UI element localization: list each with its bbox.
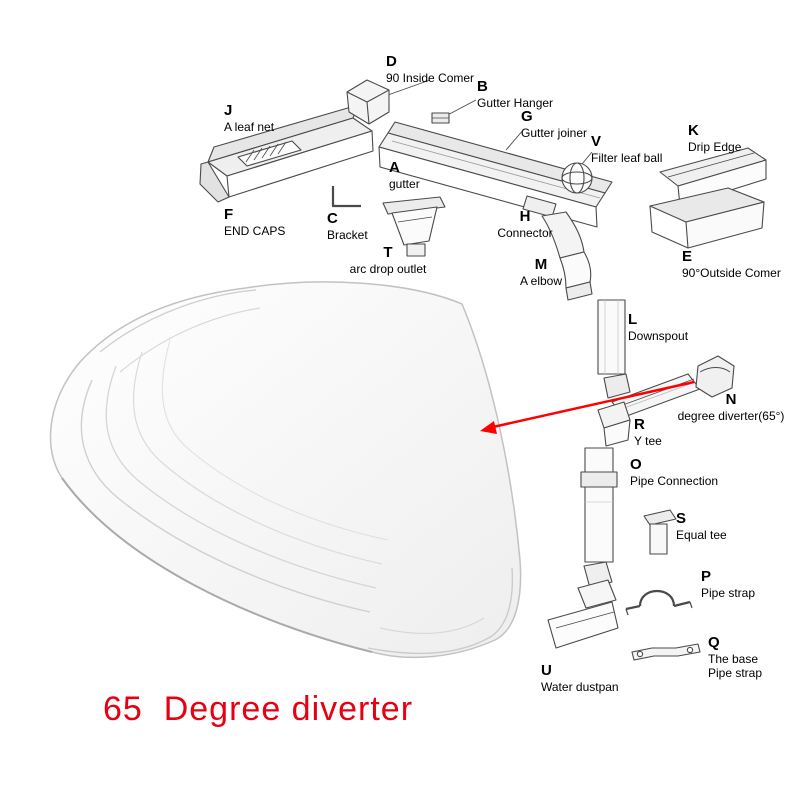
filter-leaf-ball-drawing [561,151,593,194]
part-name: The base [708,651,759,666]
part-letter: C [327,210,338,227]
part-label-p: P Pipe strap [701,568,756,600]
part-label-a: A gutter [389,159,420,191]
part-letter: F [224,206,234,223]
part-name: Pipe Connection [630,473,719,488]
pointer-arrow [480,380,695,434]
part-name: A elbow [519,273,563,288]
part-label-g: G Gutter joiner [521,108,588,140]
part-label-l: L Downspout [628,311,689,343]
part-label-n: N degree diverter(65°) [666,391,796,423]
part-name: gutter [389,176,420,191]
part-letter: M [534,256,548,273]
leaf-net-gutter-drawing [199,104,374,203]
part-letter: S [676,510,687,527]
part-label-v: V Filter leaf ball [591,133,663,165]
part-name: Y tee [634,433,662,448]
part-name-2: Pipe strap [708,666,763,681]
inside-corner-drawing [346,79,431,125]
part-label-d: D 90 Inside Comer [386,53,475,85]
part-label-e: E 90°Outside Comer [682,248,781,280]
part-name: 90 Inside Comer [386,70,475,85]
part-letter: E [682,248,693,265]
part-label-k: K Drip Edge [688,122,742,154]
part-letter: R [634,416,645,433]
part-name: A leaf net [224,119,275,134]
part-letter: D [386,53,397,70]
part-letter: H [519,208,531,225]
part-letter: P [701,568,712,585]
part-letter: A [389,159,400,176]
equal-tee-drawing [643,509,677,555]
bracket-drawing [331,186,361,208]
part-name: Downspout [628,328,689,343]
part-label-h: H Connector [492,208,558,240]
outside-corner-drawing [649,187,765,249]
part-letter: U [541,662,552,679]
part-label-u: U Water dustpan [541,662,619,694]
part-label-f: F END CAPS [224,206,286,238]
part-label-s: S Equal tee [676,510,727,542]
part-letter: K [688,122,699,139]
part-letter: O [630,456,642,473]
part-letter: Q [708,634,720,651]
part-name: Filter leaf ball [591,150,663,165]
part-name: END CAPS [224,223,286,238]
part-name: arc drop outlet [349,261,427,276]
end-cap-drawing [199,161,230,203]
part-letter: T [383,244,393,261]
part-letter: J [224,102,233,119]
part-name: Bracket [327,227,368,242]
elbow-drawing [541,211,593,301]
part-letter: V [591,133,602,150]
parts-drawings [199,79,767,661]
pipe-connection-drawing [580,447,618,563]
part-label-m: M A elbow [503,256,579,288]
part-name: Connector [497,225,553,240]
water-dustpan-drawing [547,561,619,649]
part-label-r: R Y tee [634,416,662,448]
part-letter: B [477,78,488,95]
part-name: Water dustpan [541,679,619,694]
gutter-hanger-drawing [431,99,477,124]
part-label-b: B Gutter Hanger [477,78,554,110]
part-label-t: T arc drop outlet [340,244,436,276]
part-name: Gutter joiner [521,125,588,140]
part-name: degree diverter(65°) [677,408,785,423]
part-name: Equal tee [676,527,727,542]
part-letter: L [628,311,638,328]
pipe-strap-drawing [625,590,693,616]
part-label-o: O Pipe Connection [630,456,719,488]
part-label-c: C Bracket [327,210,368,242]
y-tee-drawing [597,401,631,447]
arc-drop-outlet-drawing [382,196,446,257]
part-name: Gutter Hanger [477,95,554,110]
part-label-j: J A leaf net [224,102,275,134]
part-name: 90°Outside Comer [682,265,781,280]
part-name: Pipe strap [701,585,756,600]
part-letter: N [725,391,737,408]
base-pipe-strap-drawing [631,643,701,661]
part-name: Drip Edge [688,139,742,154]
downspout-drawing [597,299,626,375]
product-title: 65 Degree diverter [103,690,414,728]
part-label-q: Q The base Pipe strap [708,634,763,681]
diverter-product-image [49,281,522,659]
part-letter: G [521,108,533,125]
